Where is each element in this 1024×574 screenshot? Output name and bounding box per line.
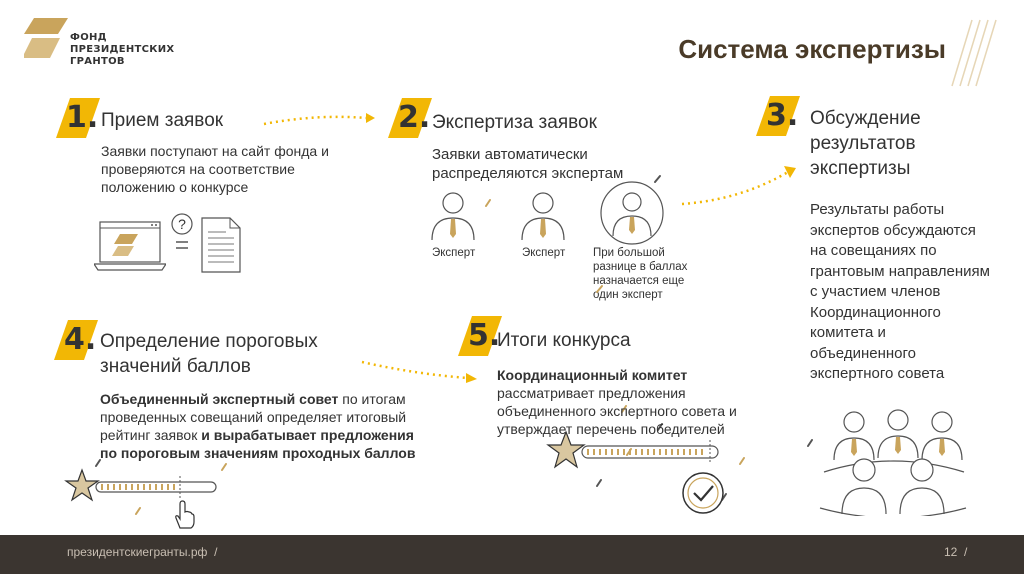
expert-2-icon — [521, 192, 565, 241]
meeting-group-icon — [819, 409, 967, 516]
rating-slider-low-icon — [64, 468, 217, 502]
step-2-number: 2. — [398, 100, 431, 135]
step-5-title: Итоги конкурса — [497, 330, 631, 351]
footer-url-text: президентскиегранты.рф — [67, 545, 208, 559]
step-5-desc-text-1: рассматривает предложения объединенного … — [497, 385, 737, 437]
decor-dashes-icon — [95, 175, 813, 515]
step-5-desc-bold-1: Координационный комитет — [497, 367, 688, 383]
step-3-desc: Результаты работы экспертов обсуждаются … — [810, 201, 990, 382]
step-3-title: Обсуждение результатов экспертизы — [810, 108, 921, 179]
logo-text: ФОНД ПРЕЗИДЕНТСКИХ ГРАНТОВ — [70, 32, 174, 68]
step-4-desc-text-1: по итогам проведенных совещаний определя… — [100, 391, 407, 443]
page-title: Система экспертизы — [678, 34, 946, 64]
step-5-number: 5. — [468, 318, 501, 353]
logo-icon — [24, 18, 68, 58]
arrow-step2-to-step3-icon — [681, 166, 796, 206]
step-4-badge-icon — [54, 320, 98, 360]
step-1-desc: Заявки поступают на сайт фонда и проверя… — [101, 143, 329, 195]
arrow-step1-to-step2-icon — [263, 113, 375, 126]
footer-url: президентскиегранты.рф / — [67, 545, 218, 559]
expert-3-icon — [600, 181, 664, 245]
step-4-number: 4. — [64, 322, 97, 357]
question-icon: ? — [171, 213, 193, 249]
expert-1-icon — [431, 192, 475, 241]
laptop-icon — [94, 221, 166, 271]
step-1-title: Прием заявок — [101, 110, 224, 131]
step-2-badge-icon — [388, 98, 432, 138]
step-1-number: 1. — [66, 100, 99, 135]
step-2-desc: Заявки автоматически распределяются эксп… — [432, 146, 624, 182]
logo-line-1: ФОНД — [70, 32, 107, 43]
document-icon — [201, 217, 241, 273]
decor-stripes-icon — [951, 19, 997, 87]
step-5-badge-icon — [458, 316, 502, 356]
arrow-step4-to-step5-icon — [361, 360, 477, 383]
step-4-desc-bold-2: и вырабатывает предложения по пороговым … — [100, 427, 416, 461]
extra-expert-note: При большой разнице в баллах назначается… — [593, 247, 688, 301]
footer-page-number: 12 / — [944, 545, 968, 559]
step-5-desc: Координационный комитет рассматривает пр… — [497, 366, 787, 438]
step-2-title: Экспертиза заявок — [432, 112, 597, 133]
rating-slider-full-icon — [546, 430, 719, 469]
logo-line-3: ГРАНТОВ — [70, 56, 125, 67]
step-1-badge-icon — [56, 98, 100, 138]
step-3-badge-icon — [756, 96, 800, 136]
step-4-desc-bold-1: Объединенный экспертный совет — [100, 391, 339, 407]
expert-2-label: Эксперт — [522, 247, 566, 259]
expert-1-label: Эксперт — [432, 247, 476, 259]
step-4-title: Определение пороговых значений баллов — [100, 331, 318, 377]
step-4-desc: Объединенный экспертный совет по итогам … — [100, 390, 430, 462]
approved-check-icon — [682, 472, 724, 514]
step-3-number: 3. — [766, 98, 799, 133]
footer-page-text: 12 — [944, 545, 958, 559]
hand-cursor-icon — [175, 500, 195, 529]
svg-text:?: ? — [178, 216, 186, 232]
logo-line-2: ПРЕЗИДЕНТСКИХ — [70, 44, 175, 55]
footer — [0, 535, 1024, 574]
